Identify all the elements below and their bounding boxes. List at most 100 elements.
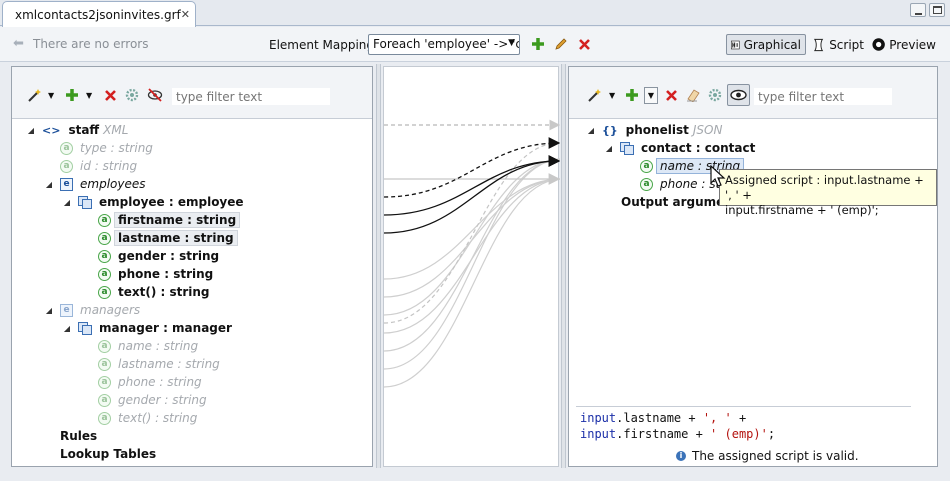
- tooltip-line-2: input.firstname + ' (emp)';: [725, 203, 879, 217]
- tree-row-m-gender[interactable]: a gender : string: [98, 391, 207, 409]
- mouse-cursor-icon: [710, 165, 726, 187]
- graphical-view-button[interactable]: Graphical: [726, 34, 806, 55]
- wand-dropdown-icon[interactable]: ▼: [609, 91, 616, 100]
- script-icon: [813, 38, 824, 51]
- add-icon[interactable]: [624, 87, 640, 103]
- hide-icon[interactable]: [147, 87, 163, 103]
- tree-row-m-name[interactable]: a name : string: [98, 337, 198, 355]
- m-lastname-label: lastname : string: [118, 357, 220, 371]
- show-hidden-toggle[interactable]: [727, 84, 750, 106]
- magic-wand-icon[interactable]: [26, 87, 42, 103]
- editor-tab[interactable]: xmlcontacts2jsoninvites.grf ✕: [2, 1, 196, 27]
- tree-row-gender[interactable]: a gender : string: [98, 247, 219, 265]
- collapse-icon[interactable]: ◢: [45, 179, 53, 189]
- edit-pencil-icon[interactable]: [553, 36, 569, 52]
- element-mapping-select[interactable]: Foreach 'employee' -> 'c ▼: [368, 34, 520, 55]
- add-mapping-icon[interactable]: [530, 36, 546, 52]
- source-panel: ▼ ▼ ◢ <> staff XML a type : string a id …: [11, 66, 373, 467]
- attribute-icon: a: [98, 375, 111, 389]
- gear-icon[interactable]: [124, 87, 140, 103]
- json-icon: {}: [602, 123, 618, 137]
- attribute-icon: a: [640, 159, 653, 173]
- tree-row-lastname[interactable]: a lastname : string: [98, 229, 238, 247]
- tree-row-text[interactable]: a text() : string: [98, 283, 210, 301]
- element-mapping-label: Element Mapping: [269, 38, 374, 52]
- rules-label: Rules: [60, 429, 98, 443]
- info-icon: i: [676, 451, 686, 461]
- tree-row-type[interactable]: a type : string: [60, 139, 153, 157]
- script-view-button[interactable]: Script: [808, 34, 868, 55]
- mapping-canvas[interactable]: [383, 66, 560, 467]
- text-label: text() : string: [118, 285, 210, 299]
- tree-row-m-lastname[interactable]: a lastname : string: [98, 355, 220, 373]
- script-text: .firstname +: [616, 427, 711, 441]
- tree-row-m-phone[interactable]: a phone : string: [98, 373, 202, 391]
- delete-icon[interactable]: [102, 87, 118, 103]
- script-editor[interactable]: input.lastname + ', ' + input.firstname …: [576, 406, 911, 443]
- add-dropdown-icon[interactable]: ▼: [644, 87, 658, 104]
- tree-row-firstname[interactable]: a firstname : string: [98, 211, 241, 229]
- tree-row-id[interactable]: a id : string: [60, 157, 137, 175]
- phonelist-type: JSON: [692, 123, 723, 137]
- tree-row-employee[interactable]: ◢ employee : employee: [62, 193, 244, 211]
- tree-row-phone[interactable]: a phone : string: [98, 265, 213, 283]
- employees-label: employees: [80, 177, 146, 191]
- source-filter-input[interactable]: [172, 88, 330, 105]
- script-text: .lastname +: [616, 411, 703, 425]
- magic-wand-icon[interactable]: [586, 87, 602, 103]
- chevron-down-icon: ▼: [508, 38, 515, 48]
- phone-label: phone : string: [118, 267, 214, 281]
- eraser-icon[interactable]: [685, 87, 701, 103]
- preview-icon: [872, 38, 885, 51]
- attribute-icon: a: [98, 249, 111, 263]
- maximize-button[interactable]: [929, 3, 945, 17]
- tree-row-manager[interactable]: ◢ manager : manager: [62, 319, 232, 337]
- output-arguments-label: Output arguments: [621, 195, 746, 209]
- collapse-icon[interactable]: ◢: [63, 197, 71, 207]
- managers-label: managers: [80, 303, 141, 317]
- m-name-label: name : string: [118, 339, 199, 353]
- delete-icon[interactable]: [663, 87, 679, 103]
- add-icon[interactable]: [64, 87, 80, 103]
- staff-type: XML: [103, 123, 129, 137]
- tree-row-phonelist[interactable]: ◢ {} phonelist JSON: [586, 121, 723, 139]
- record-icon: [78, 321, 93, 335]
- xml-icon: <>: [42, 123, 61, 137]
- manager-label: manager : manager: [99, 321, 232, 335]
- collapse-icon[interactable]: ◢: [605, 143, 613, 153]
- tree-row-m-text[interactable]: a text() : string: [98, 409, 197, 427]
- delete-mapping-icon[interactable]: [576, 36, 592, 52]
- mapping-toolbar: ⬅ There are no errors Element Mapping Fo…: [0, 27, 950, 62]
- collapse-icon[interactable]: ◢: [63, 323, 71, 333]
- right-sash[interactable]: [561, 64, 566, 468]
- script-status: i The assigned script is valid.: [676, 449, 859, 463]
- target-toolbar: ▼ ▼: [569, 67, 937, 119]
- collapse-icon[interactable]: ◢: [45, 305, 53, 315]
- attribute-icon: a: [98, 231, 111, 245]
- type-attr-label: type : string: [80, 141, 153, 155]
- script-label: Script: [829, 37, 864, 52]
- script-text: +: [731, 411, 747, 425]
- element-icon: e: [60, 303, 73, 317]
- tree-row-staff[interactable]: ◢ <> staff XML: [26, 121, 128, 139]
- gender-label: gender : string: [118, 249, 220, 263]
- tree-row-employees[interactable]: ◢ e employees: [44, 175, 146, 193]
- tooltip-line-1: Assigned script : input.lastname + ', ' …: [725, 173, 924, 202]
- left-sash[interactable]: [376, 64, 381, 468]
- gear-icon[interactable]: [707, 87, 723, 103]
- target-filter-input[interactable]: [754, 88, 892, 105]
- minimize-button[interactable]: [910, 3, 926, 17]
- close-icon[interactable]: ✕: [180, 8, 190, 21]
- lastname-label: lastname : string: [114, 230, 238, 246]
- tree-row-rules[interactable]: Rules: [60, 427, 97, 445]
- tree-row-lookup[interactable]: Lookup Tables: [60, 445, 156, 463]
- preview-view-button[interactable]: Preview: [868, 34, 940, 55]
- collapse-icon[interactable]: ◢: [27, 125, 35, 135]
- attribute-icon: a: [640, 177, 653, 191]
- tree-row-managers[interactable]: ◢ e managers: [44, 301, 140, 319]
- wand-dropdown-icon[interactable]: ▼: [48, 91, 55, 100]
- collapse-icon[interactable]: ◢: [587, 125, 595, 135]
- tree-row-contact[interactable]: ◢ contact : contact: [604, 139, 755, 157]
- tree-row-output-args[interactable]: Output arguments: [621, 193, 746, 211]
- add-dropdown-icon[interactable]: ▼: [86, 91, 93, 100]
